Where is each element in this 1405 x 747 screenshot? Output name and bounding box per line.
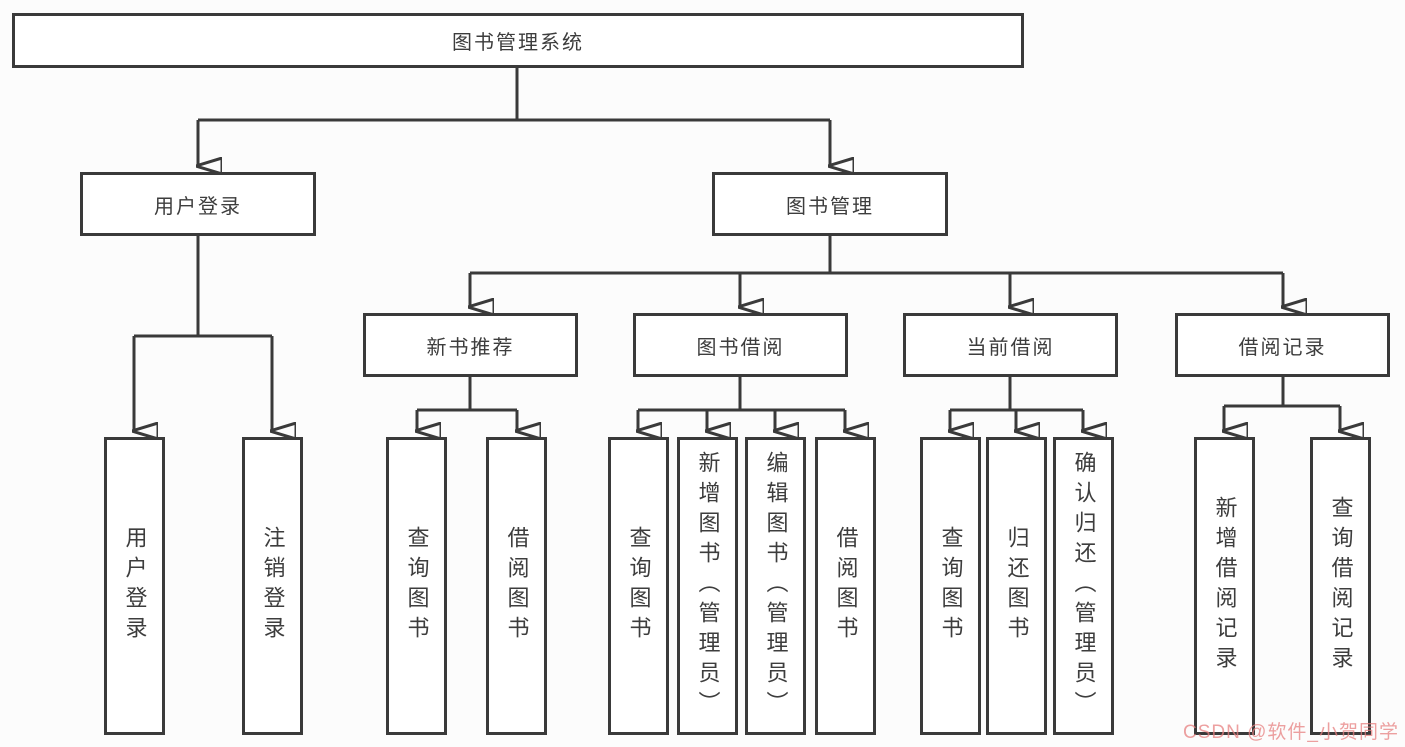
node-borrow-records: 借阅记录: [1175, 313, 1390, 377]
leaf-return-books: 归还图书: [986, 437, 1047, 735]
leaf-confirm-return-admin: 确认归还（管理员）: [1053, 437, 1114, 735]
leaf-logout: 注销登录: [242, 437, 303, 735]
watermark: CSDN @软件_小贺同学: [1183, 722, 1399, 743]
leaf-add-borrow-record: 新增借阅记录: [1194, 437, 1255, 735]
node-book-management: 图书管理: [712, 172, 948, 236]
leaf-borrow-books: 借阅图书: [815, 437, 876, 735]
leaf-query-borrow-record: 查询借阅记录: [1310, 437, 1371, 735]
leaf-edit-books-admin: 编辑图书（管理员）: [745, 437, 806, 735]
leaf-borrow-books-recommend: 借阅图书: [486, 437, 547, 735]
node-user-login: 用户登录: [80, 172, 316, 236]
leaf-query-books-recommend: 查询图书: [386, 437, 447, 735]
leaf-add-books-admin: 新增图书（管理员）: [677, 437, 738, 735]
leaf-user-login: 用户登录: [104, 437, 165, 735]
leaf-query-books-borrow: 查询图书: [608, 437, 669, 735]
node-book-borrow: 图书借阅: [633, 313, 848, 377]
leaf-query-books-current: 查询图书: [920, 437, 981, 735]
node-root-system: 图书管理系统: [12, 13, 1024, 68]
node-current-borrow: 当前借阅: [903, 313, 1118, 377]
node-new-book-recommend: 新书推荐: [363, 313, 578, 377]
